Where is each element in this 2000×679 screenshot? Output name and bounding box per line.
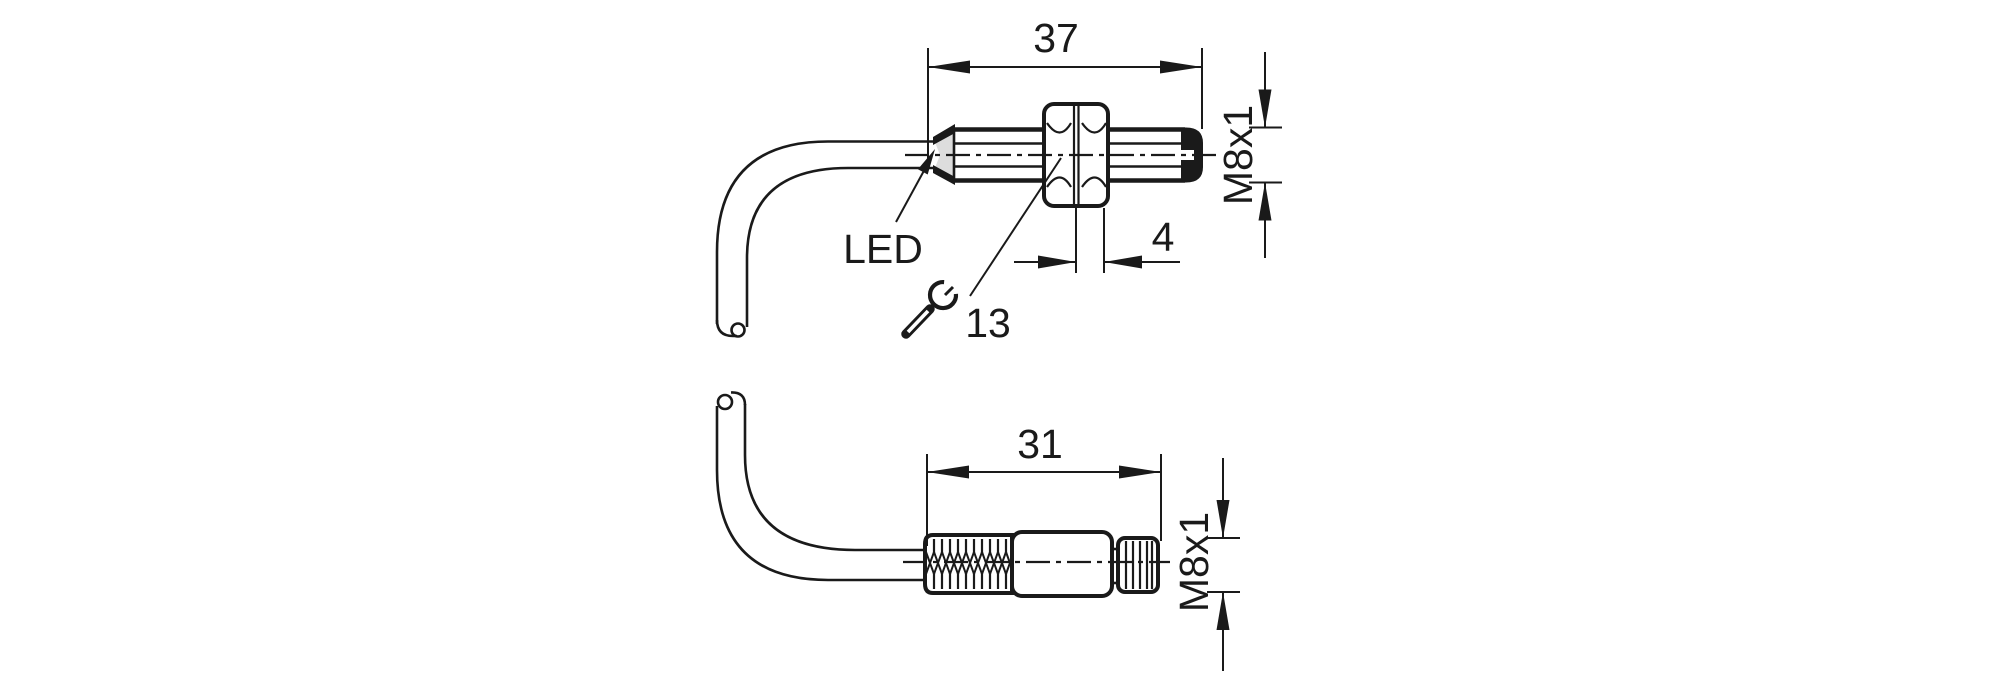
knurled-grip [923,533,1014,595]
cable-bottom [715,391,926,582]
wrench-size-label: 13 [965,300,1011,346]
thread-label-bottom: M8x1 [1171,512,1217,612]
dimension-length-31: 31 [926,421,1162,546]
cable-gland-taper [933,124,955,185]
dim-37-label: 37 [1033,15,1079,61]
wrench-icon [901,279,959,339]
dimension-nut-4: 4 [1014,208,1180,273]
cable-end-tip [730,322,746,338]
connector-body [1010,530,1119,598]
top-view: 37 4 M8x1 LED [715,15,1282,346]
dimension-length-37: 37 [927,15,1203,164]
thread-label-top: M8x1 [1215,105,1261,205]
dimension-thread-m8-top: M8x1 [1215,52,1282,258]
dim-31-label: 31 [1017,421,1063,467]
bottom-view: 31 M8x1 [715,391,1240,671]
cable-end-tip-bottom [716,393,734,411]
wrench-callout: 13 [901,157,1062,346]
led-callout: LED [843,149,935,272]
dim-4-label: 4 [1152,214,1175,260]
dimension-thread-m8-bottom: M8x1 [1171,458,1240,671]
cable [715,140,935,338]
led-label: LED [843,226,923,272]
thread-stub [1116,536,1160,594]
